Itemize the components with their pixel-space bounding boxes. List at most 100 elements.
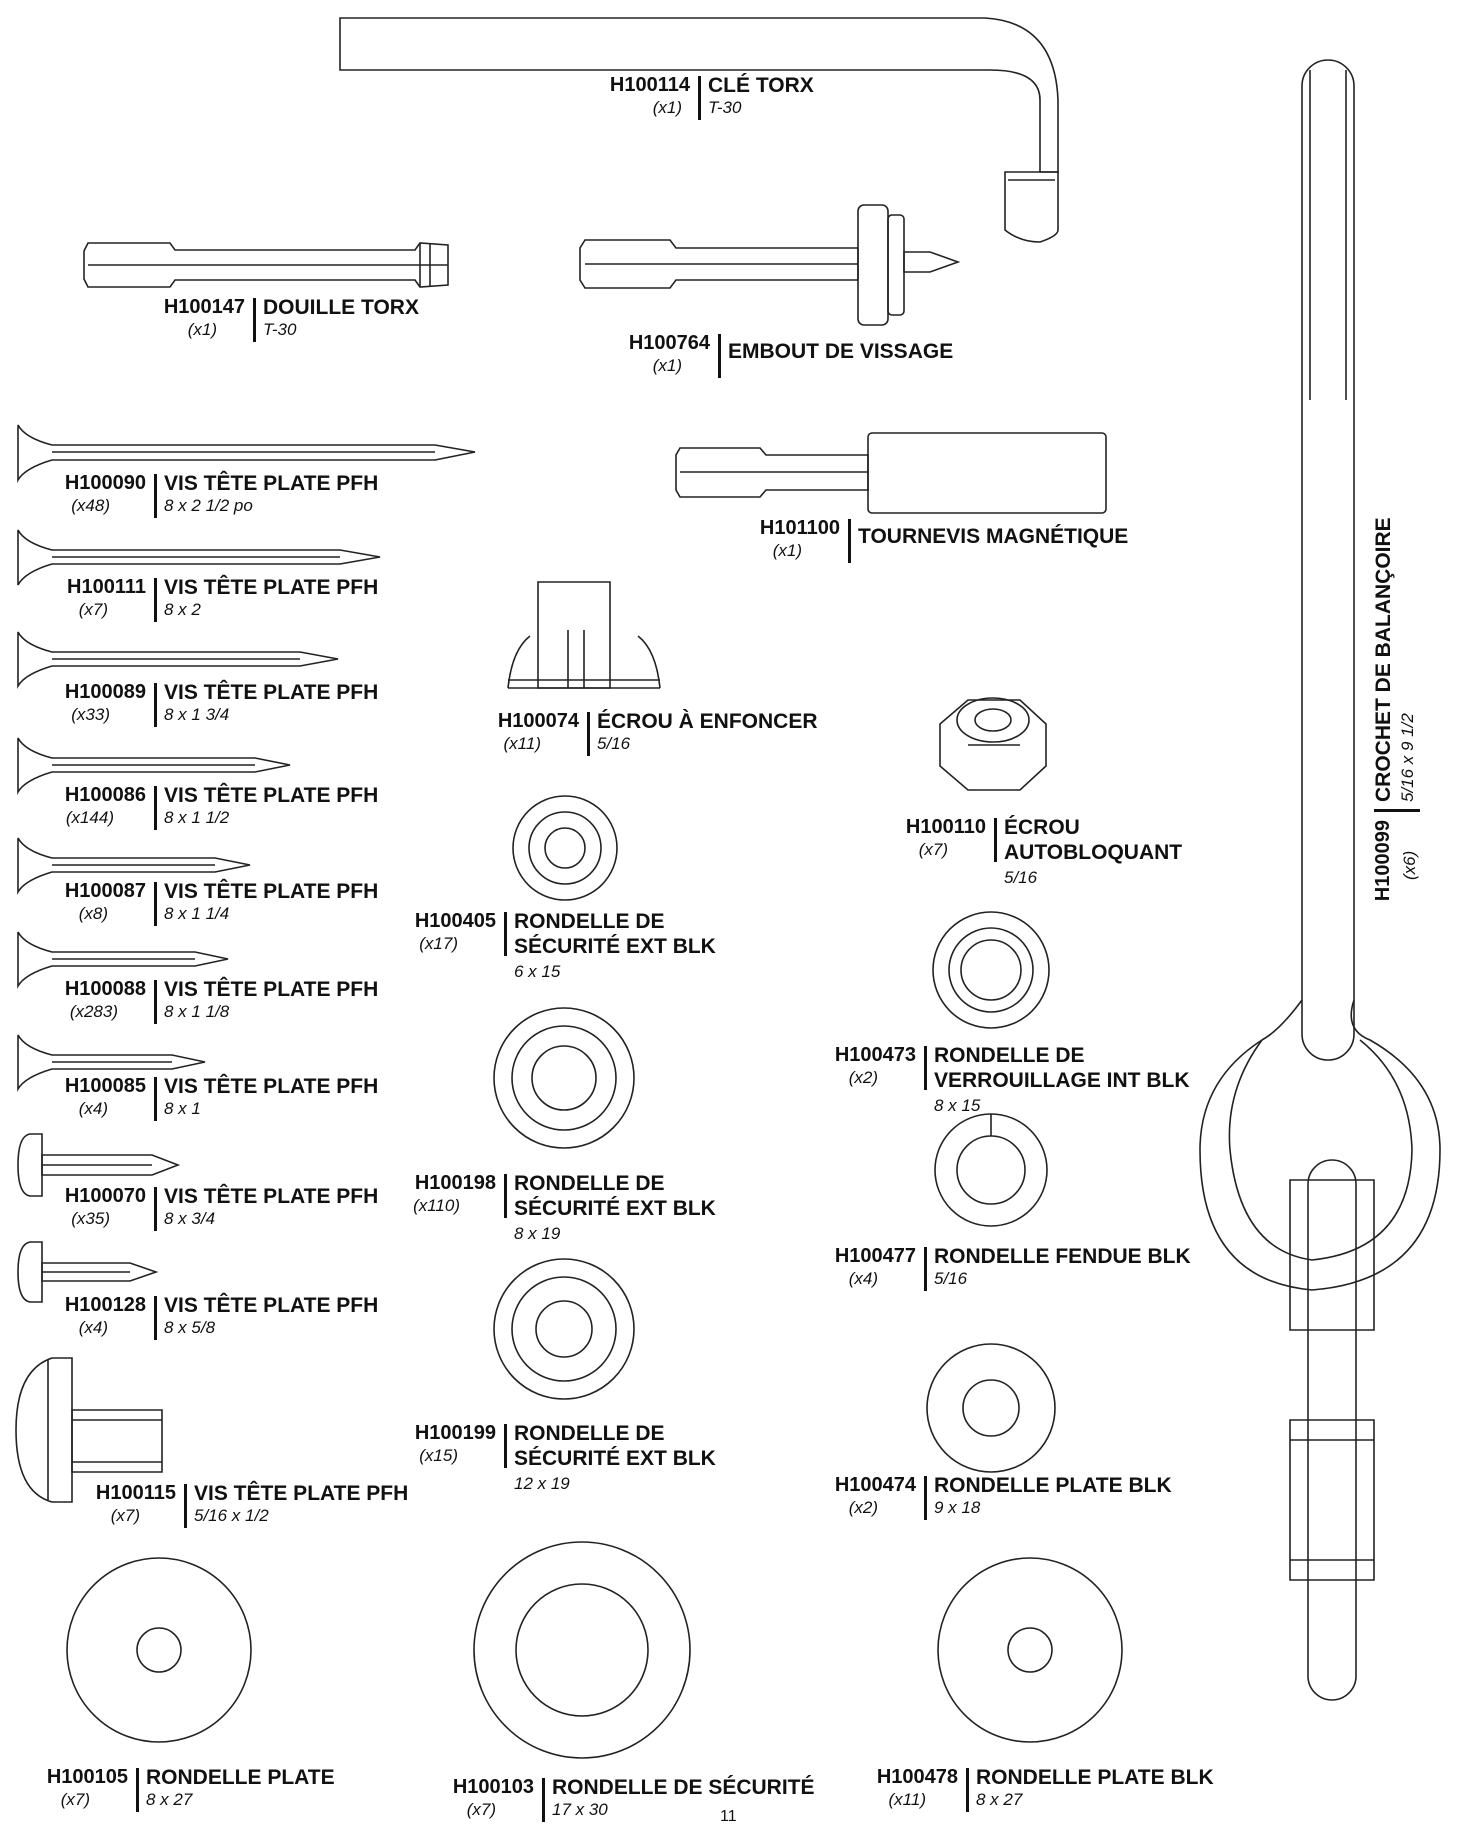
part-qty: (x144) <box>65 808 114 827</box>
split-washer-drawing <box>935 1114 1047 1226</box>
part-size: 8 x 15 <box>934 1096 981 1115</box>
part-qty: (x1) <box>652 356 682 375</box>
part-qty: (x7) <box>60 1790 90 1809</box>
part-qty: (x35) <box>71 1209 110 1228</box>
part-name: RONDELLE DE <box>514 1422 665 1445</box>
page-number: 11 <box>720 1808 737 1825</box>
label-divider <box>253 298 256 342</box>
part-qty: (x7) <box>110 1506 140 1525</box>
internal-lock-washer-drawing <box>933 912 1049 1028</box>
part-code: H100087 <box>64 880 146 902</box>
part-qty: (x283) <box>69 1002 118 1021</box>
part-name: RONDELLE PLATE <box>146 1766 335 1789</box>
part-code: H100405 <box>414 910 496 932</box>
part-name: RONDELLE FENDUE BLK <box>934 1245 1191 1268</box>
part-size: 9 x 18 <box>934 1498 981 1517</box>
part-qty: (x1) <box>772 541 802 560</box>
label-divider <box>994 818 997 862</box>
label-divider <box>542 1778 545 1822</box>
part-code: H100198 <box>414 1172 496 1194</box>
part-size: T-30 <box>708 98 742 117</box>
part-qty: (x1) <box>652 98 682 117</box>
part-qty: (x4) <box>848 1269 878 1288</box>
part-code: H100099 <box>1372 820 1394 902</box>
part-code: H100477 <box>834 1245 916 1267</box>
part-size: 8 x 1 <box>164 1099 201 1118</box>
part-code: H100114 <box>609 74 690 96</box>
part-code: H100115 <box>95 1482 176 1504</box>
label-divider <box>504 1174 507 1218</box>
part-qty: (x2) <box>848 1068 878 1087</box>
part-code: H100110 <box>905 816 986 838</box>
part-code: H100074 <box>497 710 579 732</box>
screw-drawings <box>16 425 475 1502</box>
label-divider <box>154 1187 157 1231</box>
label-divider <box>966 1768 969 1812</box>
label-divider <box>154 882 157 926</box>
part-size: 8 x 2 <box>164 600 201 619</box>
label-divider <box>154 980 157 1024</box>
part-size: 8 x 19 <box>514 1224 561 1243</box>
part-qty: (x17) <box>419 934 458 953</box>
part-qty: (x2) <box>848 1498 878 1517</box>
part-code: H100473 <box>834 1044 916 1066</box>
label-divider <box>154 1077 157 1121</box>
label-divider <box>698 76 701 120</box>
label-divider <box>154 474 157 518</box>
label-divider <box>184 1484 187 1528</box>
part-code: H100111 <box>67 576 146 598</box>
part-size: 5/16 x 1/2 <box>194 1506 269 1525</box>
torx-bit-drawing <box>84 243 448 287</box>
part-qty: (x33) <box>71 705 110 724</box>
part-qty: (x4) <box>78 1318 108 1337</box>
part-name: VIS TÊTE PLATE PFH <box>164 472 379 495</box>
part-code: H100147 <box>163 296 245 318</box>
torx-wrench-drawing <box>340 18 1058 242</box>
part-size: 8 x 1 1/4 <box>164 904 230 923</box>
part-qty: (x110) <box>413 1196 460 1215</box>
label-divider <box>154 786 157 830</box>
part-qty: (x7) <box>78 600 108 619</box>
part-name-line2: VERROUILLAGE INT BLK <box>934 1069 1190 1092</box>
part-code: H100105 <box>46 1766 128 1788</box>
swing-hook-drawing <box>1200 60 1440 1700</box>
part-size: 17 x 30 <box>552 1800 608 1819</box>
part-name: VIS TÊTE PLATE PFH <box>194 1482 409 1505</box>
part-size: T-30 <box>263 320 297 339</box>
part-code: H100474 <box>834 1474 916 1496</box>
label-divider <box>587 712 590 756</box>
part-name: EMBOUT DE VISSAGE <box>728 340 954 363</box>
part-name: VIS TÊTE PLATE PFH <box>164 1075 379 1098</box>
part-name: VIS TÊTE PLATE PFH <box>164 576 379 599</box>
part-size: 8 x 2 1/2 po <box>164 496 253 515</box>
part-name: VIS TÊTE PLATE PFH <box>164 978 379 1001</box>
part-size: 8 x 1 1/8 <box>164 1002 230 1021</box>
t-nut-drawing <box>508 582 660 688</box>
part-name: CLÉ TORX <box>708 74 814 97</box>
part-code: H100089 <box>64 681 146 703</box>
part-code: H100086 <box>64 784 146 806</box>
label-divider <box>718 334 721 378</box>
part-code: H100199 <box>414 1422 496 1444</box>
part-qty: (x6) <box>1400 850 1419 880</box>
part-name: VIS TÊTE PLATE PFH <box>164 681 379 704</box>
part-qty: (x7) <box>466 1800 496 1819</box>
flat-washer-small-drawing <box>927 1344 1055 1472</box>
large-washer-drawings <box>67 1542 1122 1758</box>
label-divider <box>154 683 157 727</box>
part-qty: (x1) <box>187 320 217 339</box>
part-name: RONDELLE PLATE BLK <box>934 1474 1172 1497</box>
part-name: VIS TÊTE PLATE PFH <box>164 1185 379 1208</box>
label-divider <box>1374 809 1420 812</box>
part-name: VIS TÊTE PLATE PFH <box>164 1294 379 1317</box>
label-divider <box>924 1476 927 1520</box>
part-size: 8 x 27 <box>146 1790 193 1809</box>
part-qty: (x15) <box>419 1446 458 1465</box>
part-name-line2: SÉCURITÉ EXT BLK <box>514 935 716 958</box>
part-name: RONDELLE DE <box>934 1044 1085 1067</box>
part-code: H100103 <box>452 1776 534 1798</box>
part-qty: (x8) <box>78 904 108 923</box>
part-qty: (x11) <box>888 1790 926 1809</box>
part-qty: (x7) <box>918 840 948 859</box>
